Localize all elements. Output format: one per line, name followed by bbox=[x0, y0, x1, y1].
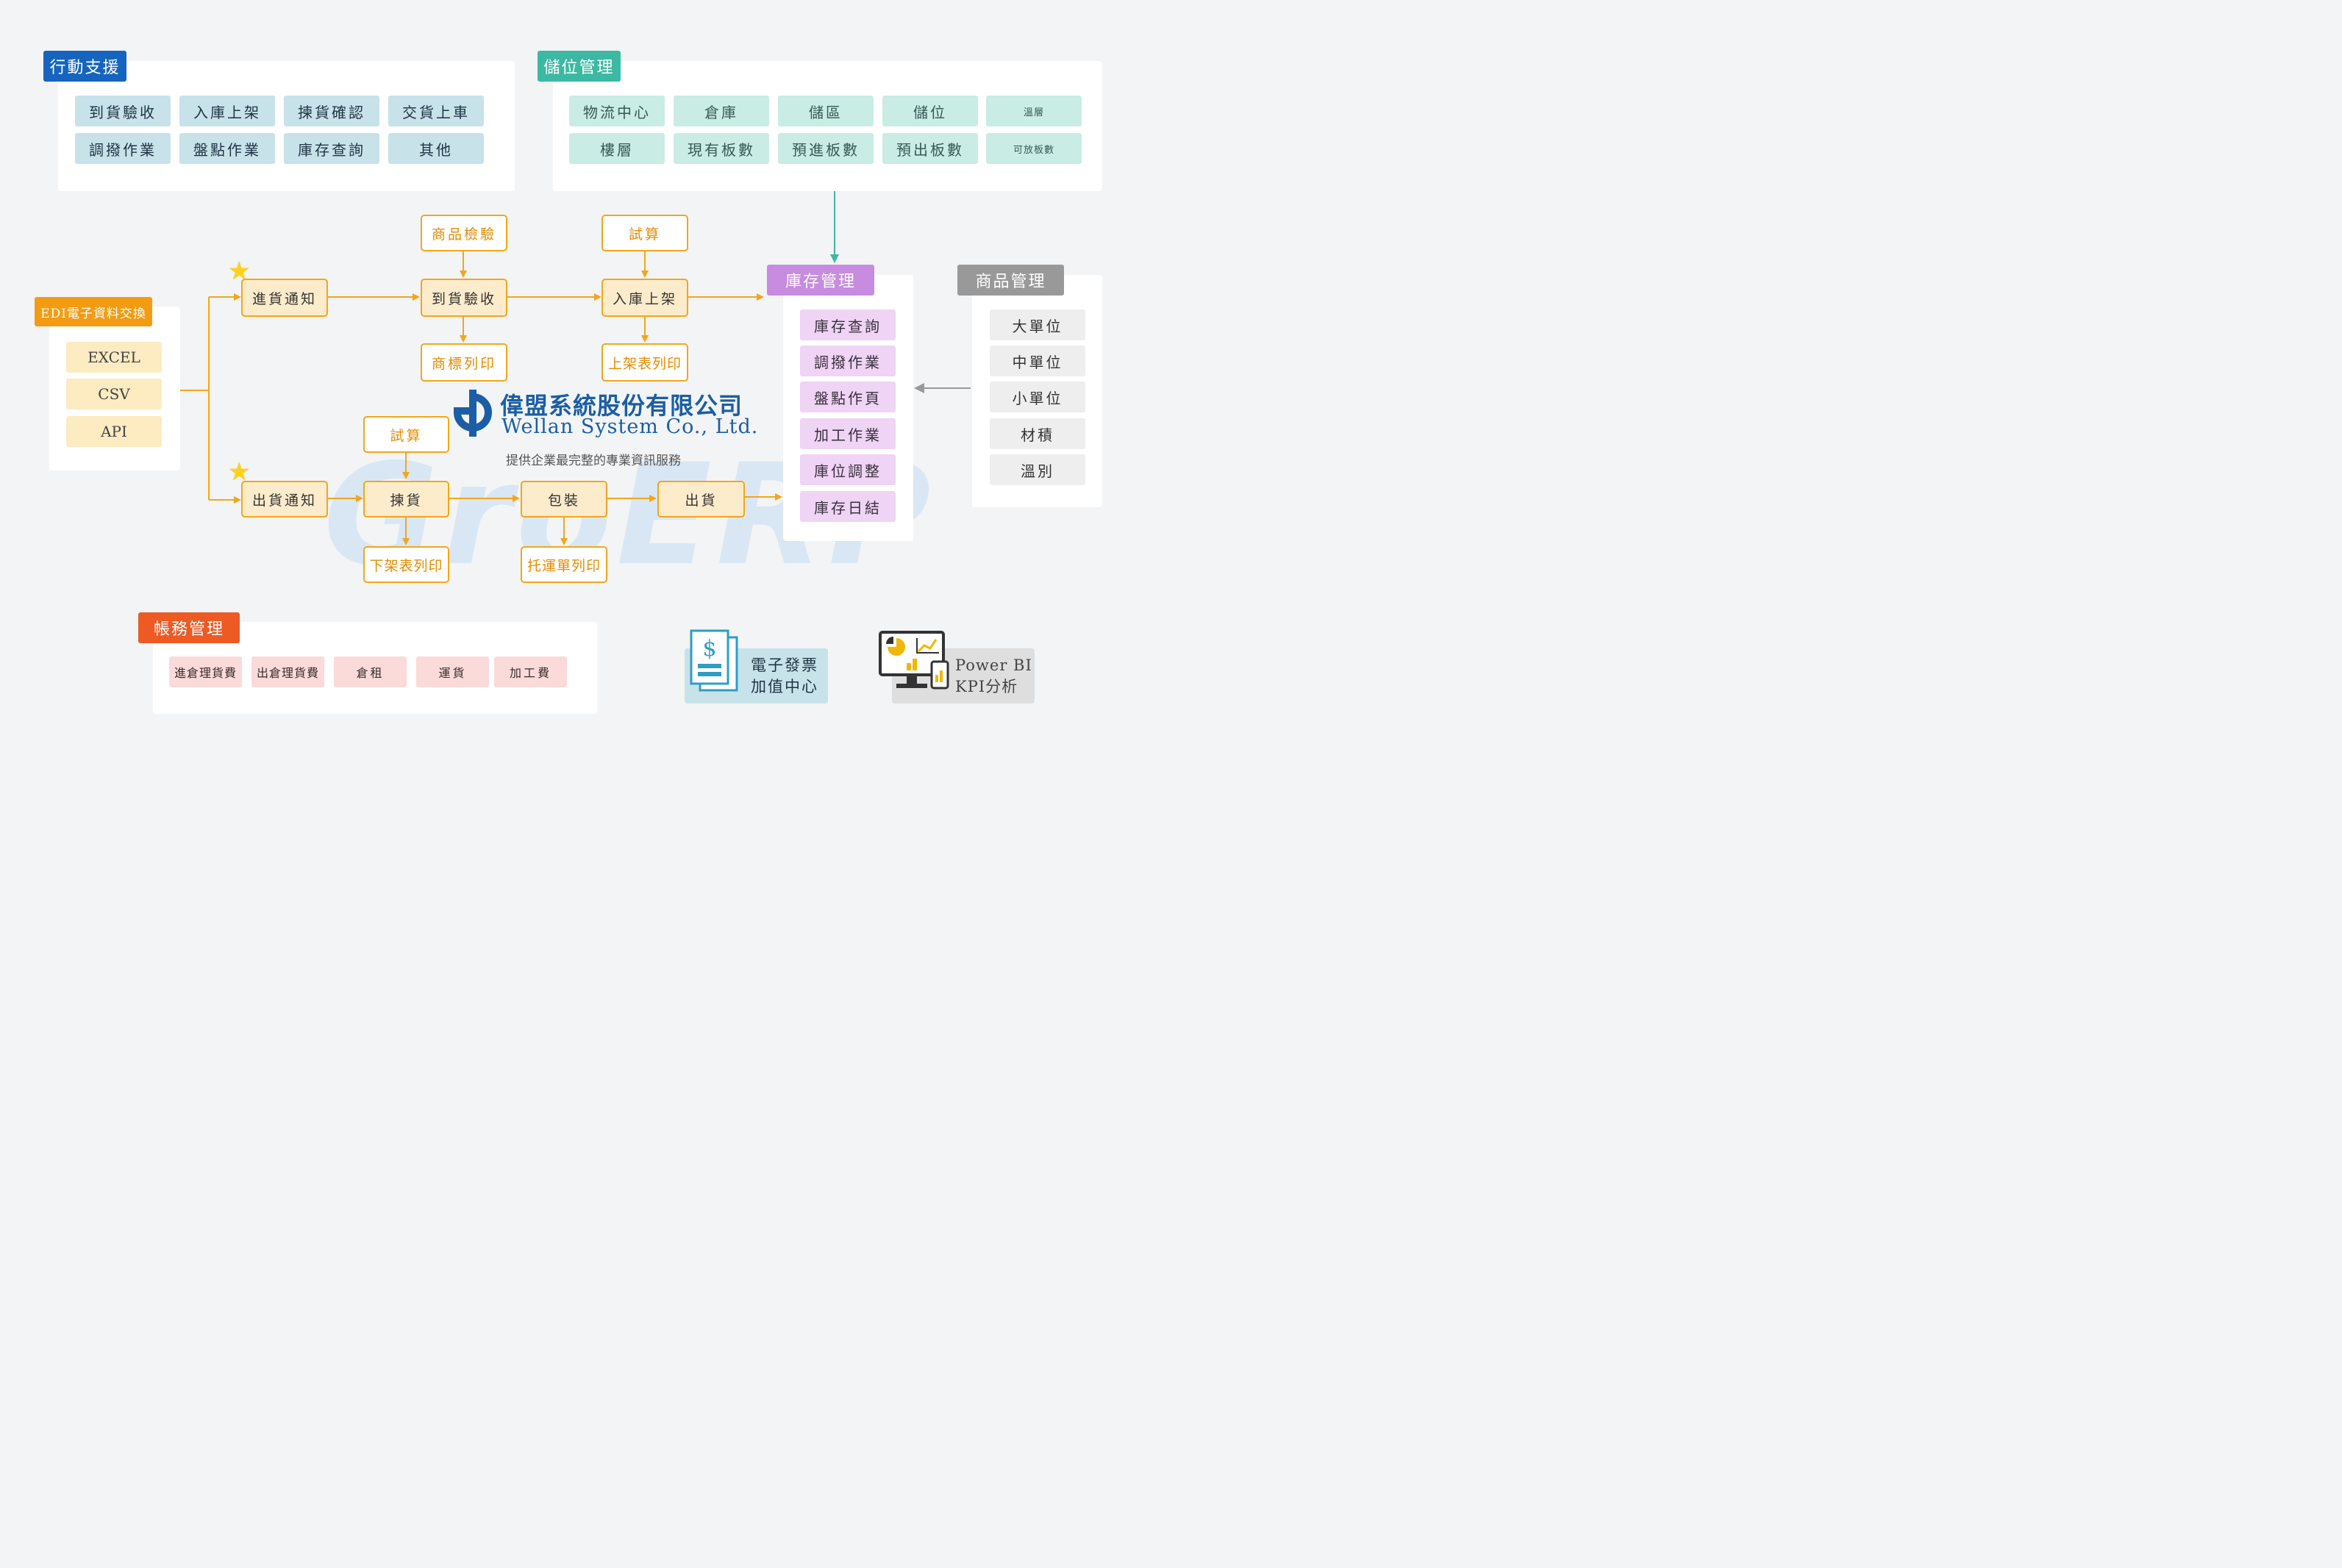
inventory-title: 庫存管理 bbox=[767, 265, 874, 296]
storage-item-logistics-center[interactable]: 物流中心 bbox=[569, 96, 665, 126]
inventory-item-query[interactable]: 庫存查詢 bbox=[800, 309, 896, 340]
label-print-node[interactable]: 商標列印 bbox=[421, 343, 507, 382]
storage-item-temp-layer[interactable]: 溫層 bbox=[986, 96, 1082, 126]
storage-item-outgoing-pallets[interactable]: 預出板數 bbox=[882, 133, 978, 164]
accounting-item-rent[interactable]: 倉租 bbox=[334, 656, 407, 687]
inbound-notice-node[interactable]: 進貨通知 bbox=[241, 279, 328, 317]
storage-item-current-pallets[interactable]: 現有板數 bbox=[674, 133, 769, 164]
mobile-item-other[interactable]: 其他 bbox=[388, 133, 484, 164]
putaway-print-node[interactable]: 上架表列印 bbox=[601, 343, 688, 382]
mobile-item-inventory-query[interactable]: 庫存查詢 bbox=[284, 133, 379, 164]
storage-title: 儲位管理 bbox=[538, 51, 621, 82]
inventory-item-stocktake[interactable]: 盤點作頁 bbox=[800, 382, 896, 412]
inventory-item-daily-close[interactable]: 庫存日結 bbox=[800, 491, 896, 522]
storage-item-location[interactable]: 儲位 bbox=[882, 96, 978, 126]
product-item-temp-type[interactable]: 溫別 bbox=[990, 454, 1085, 485]
company-name-en: Wellan System Co., Ltd. bbox=[501, 415, 759, 438]
dashboard-icon bbox=[879, 631, 949, 690]
accounting-title: 帳務管理 bbox=[138, 612, 240, 643]
mobile-title: 行動支援 bbox=[43, 51, 126, 82]
pick-node[interactable]: 揀貨 bbox=[363, 481, 449, 518]
powerbi-line2: KPI分析 bbox=[955, 677, 1018, 695]
outbound-star-icon: ★ bbox=[228, 457, 251, 487]
mobile-item-putaway[interactable]: 入庫上架 bbox=[179, 96, 275, 126]
putaway-node[interactable]: 入庫上架 bbox=[601, 279, 688, 317]
accounting-item-processing-fee[interactable]: 加工費 bbox=[494, 656, 567, 687]
inventory-item-transfer[interactable]: 調撥作業 bbox=[800, 346, 896, 376]
einvoice-line2: 加值中心 bbox=[751, 677, 818, 695]
storage-item-zone[interactable]: 儲區 bbox=[778, 96, 874, 126]
pack-node[interactable]: 包裝 bbox=[521, 481, 607, 518]
company-name-cn: 偉盟系統股份有限公司 bbox=[500, 392, 743, 420]
accounting-item-freight[interactable]: 運貨 bbox=[416, 656, 489, 687]
inventory-item-processing[interactable]: 加工作業 bbox=[800, 418, 896, 449]
company-slogan: 提供企業最完整的專業資訊服務 bbox=[506, 454, 681, 468]
receive-node[interactable]: 到貨驗收 bbox=[421, 279, 507, 317]
product-title: 商品管理 bbox=[957, 265, 1064, 296]
einvoice-line1: 電子發票 bbox=[751, 656, 818, 674]
mobile-item-pick-confirm[interactable]: 揀貨確認 bbox=[284, 96, 379, 126]
inventory-item-location-adjust[interactable]: 庫位調整 bbox=[800, 454, 896, 485]
waybill-print-node[interactable]: 托運單列印 bbox=[521, 546, 607, 583]
product-item-small-unit[interactable]: 小單位 bbox=[990, 382, 1085, 412]
svg-text:$: $ bbox=[702, 636, 716, 662]
accounting-item-inbound-fee[interactable]: 進倉理貨費 bbox=[169, 656, 242, 687]
edi-item-csv[interactable]: CSV bbox=[66, 379, 162, 409]
product-item-large-unit[interactable]: 大單位 bbox=[990, 309, 1085, 340]
outbound-calc-node[interactable]: 試算 bbox=[363, 416, 449, 453]
storage-item-incoming-pallets[interactable]: 預進板數 bbox=[778, 133, 874, 164]
powerbi-line1: Power BI bbox=[955, 656, 1032, 674]
edi-title: EDI電子資料交換 bbox=[35, 297, 152, 326]
inspect-node[interactable]: 商品檢驗 bbox=[421, 215, 507, 251]
mobile-item-receive[interactable]: 到貨驗收 bbox=[75, 96, 171, 126]
product-item-medium-unit[interactable]: 中單位 bbox=[990, 346, 1085, 376]
storage-item-available-pallets[interactable]: 可放板數 bbox=[986, 133, 1082, 164]
mobile-item-stocktake[interactable]: 盤點作業 bbox=[179, 133, 275, 164]
accounting-item-outbound-fee[interactable]: 出倉理貨費 bbox=[251, 656, 324, 687]
mobile-item-transfer[interactable]: 調撥作業 bbox=[75, 133, 171, 164]
edi-item-api[interactable]: API bbox=[66, 416, 162, 447]
mobile-item-deliver[interactable]: 交貨上車 bbox=[388, 96, 484, 126]
ship-node[interactable]: 出貨 bbox=[657, 481, 745, 518]
invoice-icon: $ bbox=[690, 629, 738, 692]
pick-print-node[interactable]: 下架表列印 bbox=[363, 546, 449, 583]
outbound-notice-node[interactable]: 出貨通知 bbox=[241, 481, 328, 518]
storage-item-floor[interactable]: 樓層 bbox=[569, 133, 665, 164]
product-item-volume[interactable]: 材積 bbox=[990, 418, 1085, 449]
storage-item-warehouse[interactable]: 倉庫 bbox=[674, 96, 769, 126]
flow-connectors bbox=[180, 191, 971, 545]
company-logo-icon bbox=[454, 390, 492, 437]
edi-item-excel[interactable]: EXCEL bbox=[66, 342, 162, 373]
inbound-calc-node[interactable]: 試算 bbox=[601, 215, 688, 251]
